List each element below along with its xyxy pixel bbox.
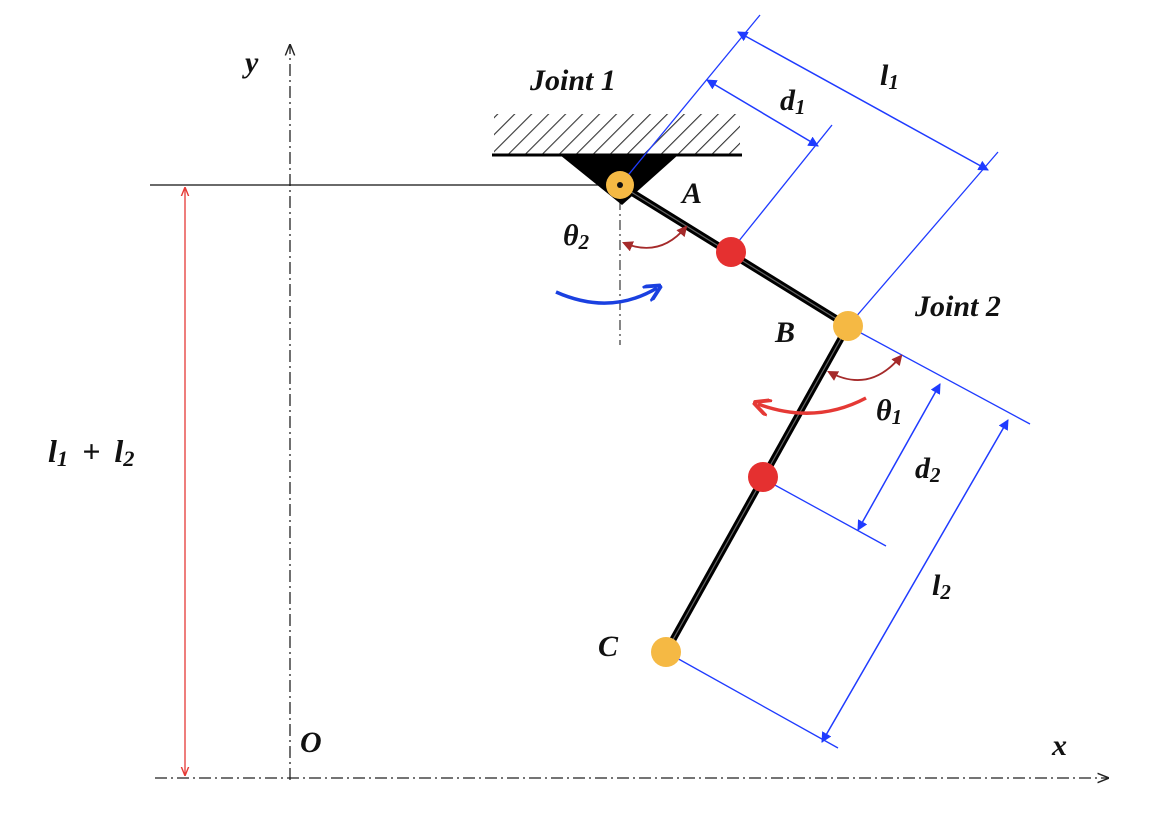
x-axis-label: x: [1051, 729, 1067, 762]
y-axis-label: y: [242, 46, 259, 79]
theta1-label: θ1: [876, 394, 902, 429]
theta2-label: θ2: [563, 219, 590, 254]
link1-center-of-mass: [716, 237, 746, 267]
l1-extension-b: [847, 151, 999, 327]
end-point-c: [651, 637, 681, 667]
link2-center-of-mass: [748, 462, 778, 492]
joint2-rotation-arrow: [758, 396, 867, 413]
joint2-pivot: [833, 311, 863, 341]
joint1-label: Joint 1: [529, 64, 616, 97]
l2-label: l2: [932, 569, 951, 604]
ceiling-hatch: [494, 114, 740, 154]
theta1-arc: [827, 354, 903, 381]
point-b-label: B: [774, 316, 795, 349]
l1-label: l1: [880, 59, 899, 94]
l1-extension-a: [619, 14, 761, 186]
point-a-label: A: [680, 177, 702, 210]
d2-extension: [761, 477, 887, 547]
origin-label: O: [300, 726, 322, 759]
height-label: l1+l2: [48, 433, 134, 471]
d2-label: d2: [915, 452, 941, 487]
joint1-pivot-center: [617, 182, 623, 188]
d2-dimension-line: [857, 383, 941, 531]
joint2-label: Joint 2: [914, 290, 1001, 323]
d1-label: d1: [780, 84, 806, 119]
d1-dimension-line: [706, 79, 819, 147]
d1-extension: [729, 124, 833, 253]
theta2-arc: [622, 225, 688, 252]
l2-extension-a: [847, 325, 1031, 425]
l2-extension-b: [665, 651, 839, 749]
joint1-rotation-arrow: [555, 288, 657, 305]
l1-dimension-line: [737, 31, 989, 171]
point-c-label: C: [598, 630, 619, 663]
l2-dimension-line: [821, 419, 1009, 743]
